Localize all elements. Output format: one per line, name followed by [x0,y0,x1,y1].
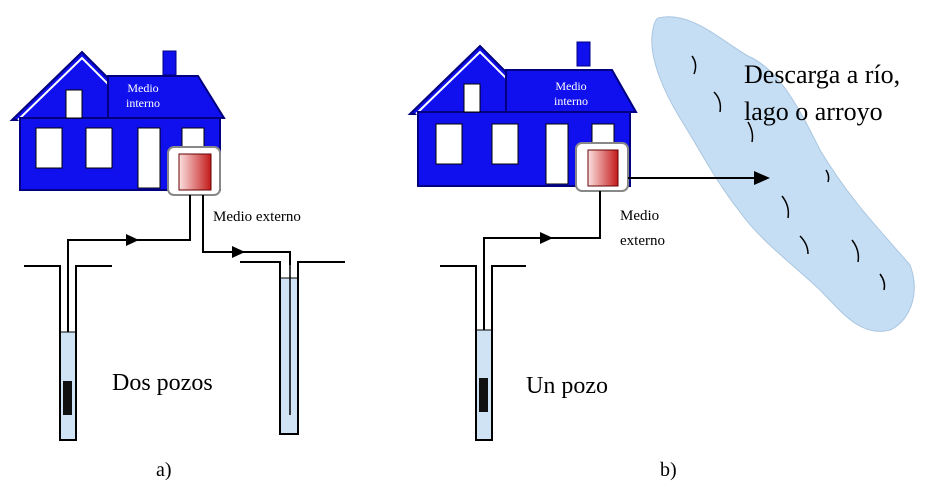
house-b [407,41,638,192]
house-label-a-line2: interno [126,96,160,110]
supply-pipe-b [483,191,601,330]
wells-label-a: Dos pozos [112,370,213,396]
caption-a: a) [156,459,172,481]
river-label-line1: Descarga a río, [744,60,900,89]
well-b1 [440,265,526,441]
discharge-arrow-b [754,171,770,185]
external-label-a: Medio externo [213,209,301,225]
well-a2 [240,261,345,435]
river-label-line2: lago o arroyo [744,97,883,126]
panel-b: Medio interno Medio externo [407,16,915,481]
house-label-a-line1: Medio [127,81,158,95]
flow-arrow-a2 [232,246,245,258]
caption-b: b) [660,459,677,481]
river-ripples [691,55,886,291]
flow-arrow-b1 [540,232,553,244]
return-pipe-a [202,195,291,265]
supply-pipe-a [67,195,191,332]
house-label-b-line2: interno [554,94,588,108]
panel-a: Medio interno Medio externo Dos pozos a) [9,50,345,481]
external-label-b-line1: Medio [620,208,659,224]
well-a1 [24,265,112,441]
flow-arrow-a1 [126,234,139,246]
wells-label-b: Un pozo [526,373,608,399]
house-label-b-line1: Medio [555,79,586,93]
house-a [9,50,226,196]
external-label-b-line2: externo [620,233,665,249]
